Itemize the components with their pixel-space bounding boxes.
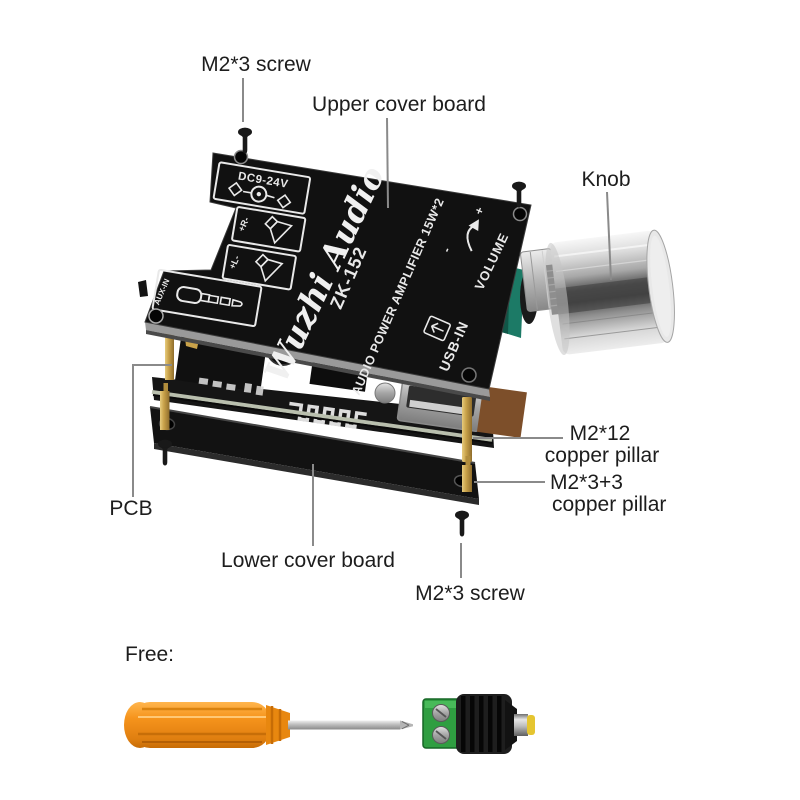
metal-button [374,382,396,404]
plug-barrel [514,714,528,736]
bluetooth-antenna-trace [289,401,367,429]
dc-jack-icon [227,181,292,209]
screwdriver-shaft [288,720,400,730]
screw-icon [455,510,469,537]
copper-pillar-m2x12 [462,397,472,462]
pcb-edge [151,390,493,442]
volume-arrow-icon [466,219,479,252]
callout-knob: Knob [581,168,630,191]
callout-upper-cover: Upper cover board [312,93,486,116]
usb-icon [423,315,451,342]
callout-screw-top: M2*3 screw [201,53,312,76]
pcb [151,330,527,448]
speaker-r-panel [231,206,307,253]
knob [545,229,675,356]
callout-screw-bottom: M2*3 screw [415,582,526,605]
callout-lower-cover: Lower cover board [221,549,395,572]
copper-pillar-upper-left [165,330,174,380]
copper-pillar-m2x3-3-left [160,383,170,430]
screw-icon [158,439,172,466]
plug-tip [527,715,535,735]
volume-minus: - [439,245,453,254]
lower-cover-board [149,406,479,505]
aux-jack-icon [176,286,243,307]
copper-pillar-m2x3-3 [462,456,472,492]
screwdriver-phillips-tip [400,720,413,730]
screwdriver-handle [132,702,270,748]
smd-components [198,377,264,396]
callout-pillar-m2x3-3-sub: copper pillar [552,493,666,516]
dc-connector [422,694,535,754]
mounting-hole [461,367,477,383]
speaker-l-panel [221,244,297,291]
screwdriver [124,702,413,748]
aux-switch-tab [138,280,148,297]
dc-panel-outline [212,161,312,215]
speaker-icon [264,215,294,245]
callout-pillar-m2x12: M2*12 [570,422,631,445]
screwdriver-ferrule [266,705,290,745]
leader-line [606,191,612,281]
leader-line [386,117,389,209]
mounting-hole [512,206,528,222]
screw-icon [238,127,252,154]
speaker-icon [254,253,284,283]
callout-pillar-m2x12-sub: copper pillar [545,444,659,467]
mounting-hole [148,308,164,324]
mounting-hole [233,149,249,165]
callout-pcb: PCB [109,497,152,520]
leader-line [132,364,172,497]
callout-pillar-m2x3-3: M2*3+3 [550,471,623,494]
aux-panel [151,268,263,328]
free-label: Free: [125,643,174,666]
upper-cover-board: DC9-24V +R- +L- [138,149,532,401]
